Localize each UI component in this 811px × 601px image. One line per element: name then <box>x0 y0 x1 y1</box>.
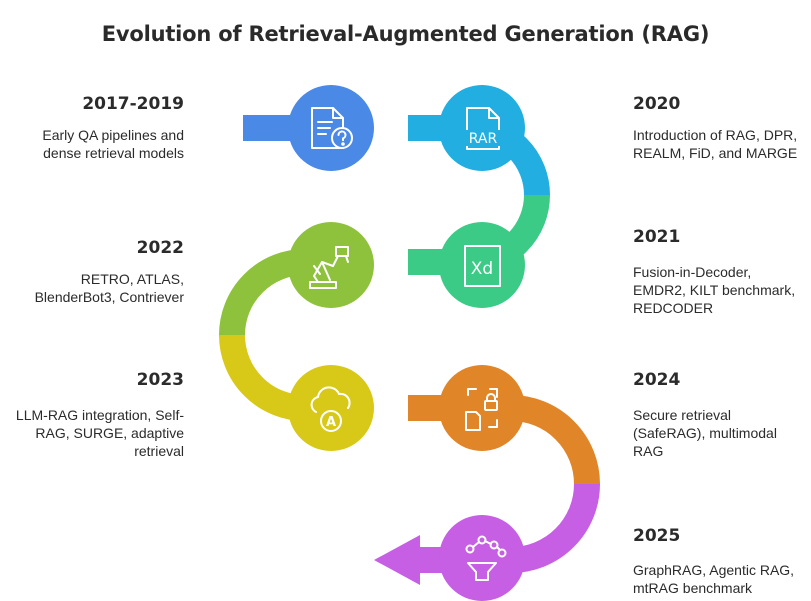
description-line: Early QA pipelines and <box>42 127 184 143</box>
secure-lock-document-icon <box>465 388 498 431</box>
year-label-2024: 2024 <box>633 370 681 390</box>
cloud-ai-icon: A <box>310 386 351 432</box>
year-label-2020: 2020 <box>633 94 681 114</box>
document-question-icon <box>311 107 353 149</box>
year-label-2023: 2023 <box>136 370 184 390</box>
description-line: EMDR2, KILT benchmark, <box>633 282 796 298</box>
description-line: (SafeRAG), multimodal <box>633 425 777 441</box>
robot-arm-icon <box>309 246 349 289</box>
xd-label: Xd <box>471 259 493 279</box>
description-line: retrieval <box>134 443 184 459</box>
description-line: mtRAG benchmark <box>633 580 753 596</box>
milestone-node-2025 <box>439 515 525 601</box>
milestone-description-2025: GraphRAG, Agentic RAG, mtRAG benchmark <box>633 561 808 597</box>
cloud-ai-label: A <box>326 415 336 430</box>
description-line: Fusion-in-Decoder, <box>633 264 752 280</box>
rar-label: RAR <box>469 131 498 147</box>
description-line: RAG, SURGE, adaptive <box>35 425 184 441</box>
description-line: REDCODER <box>633 300 714 316</box>
year-label-2021: 2021 <box>633 227 681 247</box>
description-line: RAG <box>633 443 664 459</box>
page-title: Evolution of Retrieval-Augmented Generat… <box>101 22 710 46</box>
milestone-description-2024: Secure retrieval (SafeRAG), multimodal R… <box>633 406 808 460</box>
description-line: Introduction of RAG, DPR, <box>633 127 798 143</box>
milestone-description-2017-2019: Early QA pipelines and dense retrieval m… <box>0 126 184 162</box>
xd-file-icon: Xd <box>464 245 501 287</box>
milestone-node-2024 <box>439 365 525 451</box>
milestone-description-2022: RETRO, ATLAS, BlenderBot3, Contriever <box>0 270 184 306</box>
description-line: dense retrieval models <box>43 145 184 161</box>
arrow-head <box>374 535 420 585</box>
milestone-node-2023 <box>288 365 374 451</box>
milestone-description-2021: Fusion-in-Decoder, EMDR2, KILT benchmark… <box>633 263 808 317</box>
milestone-description-2023: LLM-RAG integration, Self- RAG, SURGE, a… <box>0 406 184 460</box>
description-line: LLM-RAG integration, Self- <box>15 407 184 423</box>
description-line: Secure retrieval <box>633 407 732 423</box>
year-label-2017-2019: 2017-2019 <box>82 94 184 114</box>
description-line: RETRO, ATLAS, <box>80 271 184 287</box>
year-label-2022: 2022 <box>136 238 184 258</box>
graph-funnel-icon <box>465 535 507 581</box>
description-line: GraphRAG, Agentic RAG, <box>633 562 795 578</box>
rar-file-icon: RAR <box>462 107 504 150</box>
milestone-node-2021 <box>439 222 525 308</box>
milestone-description-2020: Introduction of RAG, DPR, REALM, FiD, an… <box>633 126 808 162</box>
year-label-2025: 2025 <box>633 526 681 546</box>
description-line: REALM, FiD, and MARGE <box>633 145 798 161</box>
milestone-node-2020 <box>439 85 525 171</box>
description-line: BlenderBot3, Contriever <box>34 289 184 305</box>
